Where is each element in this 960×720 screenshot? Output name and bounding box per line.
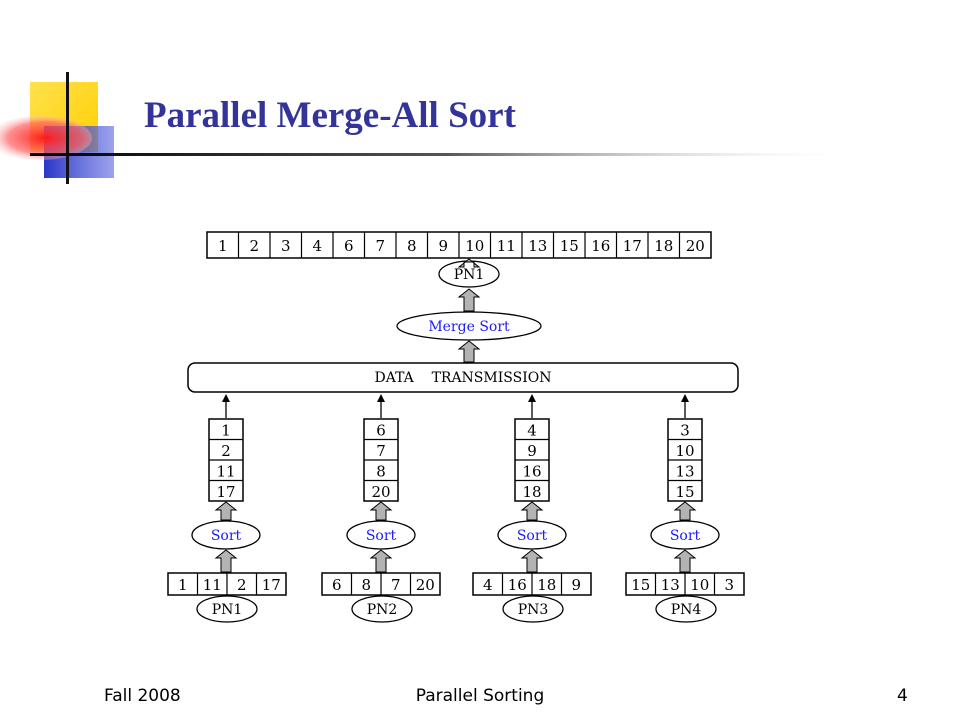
page-number: 4 (897, 686, 908, 706)
merge-sort-ellipse (396, 311, 542, 341)
pn3-node-ellipse (502, 595, 564, 623)
pn3-sorted-value: 4 (527, 421, 537, 439)
pn3-sorted-value: 9 (527, 442, 537, 460)
pn2-input-value: 20 (416, 576, 435, 594)
pn1-input-value: 2 (237, 576, 247, 594)
pn1-sorted-value: 17 (216, 483, 235, 501)
pn3-input-value: 9 (571, 576, 581, 594)
arrow-to-merge-sort (457, 340, 481, 363)
pn1-arrow-to-stack (214, 501, 238, 521)
pn1-up-arrow-head (222, 394, 230, 402)
pn1-node-label: PN1 (212, 602, 243, 618)
pn4-arrow-to-stack (673, 501, 697, 521)
slide-title: Parallel Merge-All Sort (144, 95, 516, 136)
pn4-sorted-value: 13 (675, 462, 694, 480)
pn1-node-ellipse (196, 595, 258, 623)
pn4-sort-ellipse (650, 520, 720, 550)
pn2-sort-ellipse (346, 520, 416, 550)
pn4-input-value: 10 (690, 576, 709, 594)
pn1-sorted-value: 1 (221, 421, 231, 439)
pn4-sorted-value: 15 (675, 483, 694, 501)
pn3-sort-ellipse (497, 520, 567, 550)
result-cell-value: 9 (438, 237, 448, 255)
result-cell-value: 17 (623, 237, 642, 255)
pn1-sorted-value: 11 (216, 462, 235, 480)
result-cell-value: 15 (560, 237, 579, 255)
pn1-sorted-value: 2 (221, 442, 231, 460)
result-cell-value: 13 (528, 237, 547, 255)
pn2-up-arrow-head (377, 394, 385, 402)
pn2-arrow-to-sort (369, 549, 393, 573)
pn3-up-arrow-head (528, 394, 536, 402)
pn4-input-value: 3 (724, 576, 734, 594)
result-cell-value: 4 (312, 237, 322, 255)
pn4-node-label: PN4 (671, 602, 702, 618)
pn1-sort-label: Sort (211, 528, 242, 544)
data-transmission-label: DATA TRANSMISSION (375, 370, 552, 386)
result-cell-value: 10 (465, 237, 484, 255)
pn2-sorted-value: 20 (371, 483, 390, 501)
pn1-input-value: 17 (262, 576, 281, 594)
pn3-input-value: 18 (537, 576, 556, 594)
result-cell-value: 18 (654, 237, 673, 255)
pn2-sort-label: Sort (366, 528, 397, 544)
pn4-sort-label: Sort (670, 528, 701, 544)
pn2-sorted-value: 7 (376, 442, 386, 460)
result-cell-value: 20 (686, 237, 705, 255)
pn4-input-value: 13 (661, 576, 680, 594)
coordinator-node-label: PN1 (454, 267, 485, 283)
pn3-sorted-value: 16 (522, 462, 541, 480)
pn3-node-label: PN3 (518, 602, 549, 618)
pn4-node-ellipse (655, 595, 717, 623)
pn3-arrow-to-sort (520, 549, 544, 573)
result-cell-value: 8 (407, 237, 417, 255)
result-cell-value: 1 (218, 237, 228, 255)
pn1-sort-ellipse (191, 520, 261, 550)
result-cell-value: 7 (375, 237, 385, 255)
footer-date: Fall 2008 (104, 686, 181, 706)
merge-sort-label: Merge Sort (428, 319, 510, 335)
pn3-sort-label: Sort (517, 528, 548, 544)
pn3-sorted-value: 18 (522, 483, 541, 501)
result-cell-value: 2 (249, 237, 259, 255)
pn4-sorted-value: 10 (675, 442, 694, 460)
data-transmission-bar (187, 362, 739, 393)
pn2-arrow-to-stack (369, 501, 393, 521)
pn4-up-arrow-head (681, 394, 689, 402)
pn2-sorted-value: 6 (376, 421, 386, 439)
arrow-to-coordinator (457, 288, 481, 312)
arrow-to-result (457, 258, 481, 268)
pn3-input-value: 4 (483, 576, 493, 594)
pn3-arrow-to-stack (520, 501, 544, 521)
pn2-input-value: 8 (361, 576, 371, 594)
footer-title: Parallel Sorting (415, 686, 545, 706)
pn2-input-value: 6 (332, 576, 342, 594)
pn2-sorted-value: 8 (376, 462, 386, 480)
pn2-node-ellipse (351, 595, 413, 623)
pn4-sorted-value: 3 (680, 421, 690, 439)
result-cell-value: 11 (497, 237, 516, 255)
result-cell-value: 16 (591, 237, 610, 255)
pn1-arrow-to-sort (214, 549, 238, 573)
result-cell-value: 6 (344, 237, 354, 255)
pn1-input-value: 1 (178, 576, 188, 594)
pn3-input-value: 16 (508, 576, 527, 594)
pn2-input-value: 7 (391, 576, 401, 594)
pn4-arrow-to-sort (673, 549, 697, 573)
result-cell-value: 3 (281, 237, 291, 255)
pn1-input-value: 11 (203, 576, 222, 594)
pn2-node-label: PN2 (367, 602, 398, 618)
pn4-input-value: 15 (631, 576, 650, 594)
